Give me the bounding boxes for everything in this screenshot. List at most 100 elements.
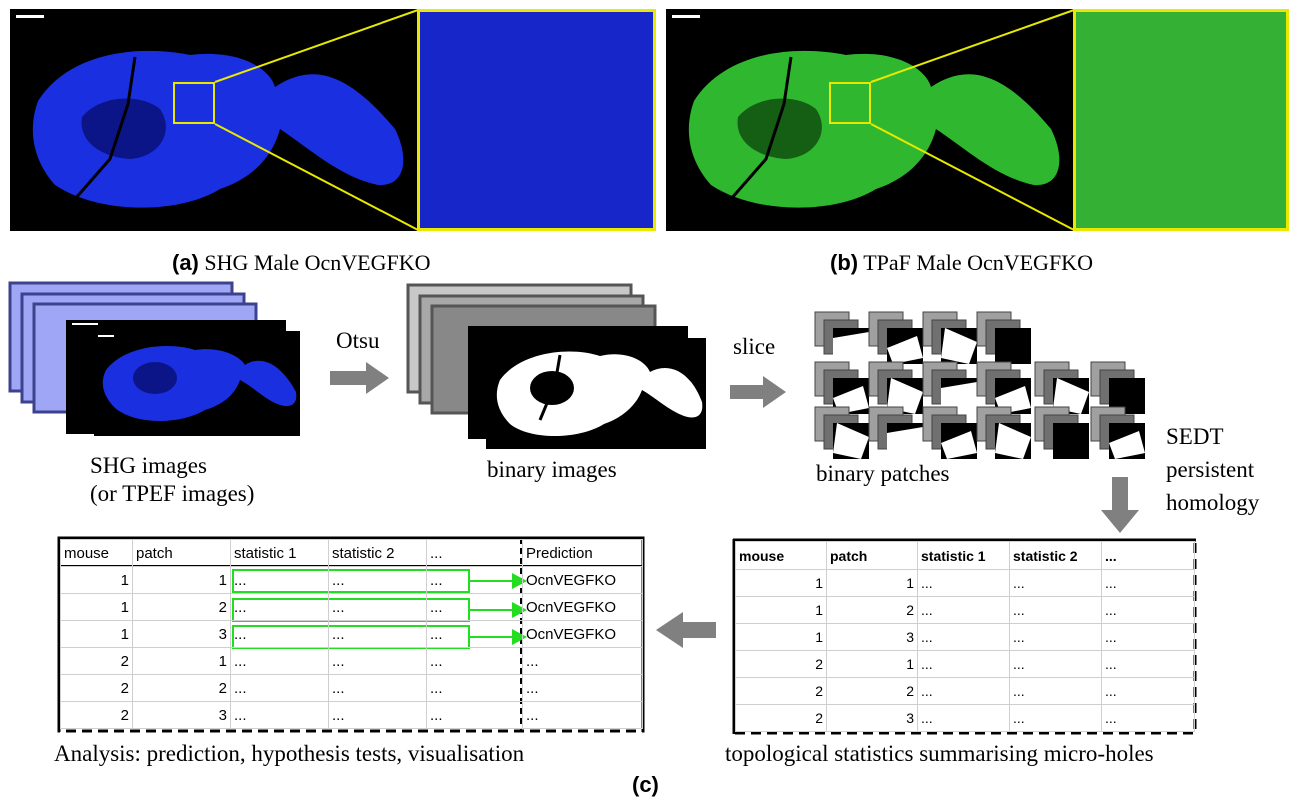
binary-patch [868,311,923,364]
stats-table: mouse patch statistic 1 statistic 2 ... … [735,541,1195,732]
table-cell: OcnVEGFKO [522,620,643,648]
shg-overview-image [10,9,418,231]
zoom-line [870,123,1075,231]
table-cell: ... [1101,704,1195,732]
binary-patch [868,406,923,459]
binary-patch [922,361,977,414]
header-cell: ... [426,539,523,567]
table-cell: ... [328,566,427,594]
table-cell: ... [328,620,427,648]
header-cell: mouse [60,539,133,567]
table-cell: OcnVEGFKO [522,593,643,621]
binary-patch [922,311,977,364]
header-cell: statistic 2 [328,539,427,567]
table-cell: ... [1101,677,1195,705]
table-cell: ... [230,620,329,648]
table-cell: ... [522,701,643,729]
table-cell: 1 [132,647,231,675]
table-cell: 1 [826,650,918,678]
homology-arrow [1101,477,1139,533]
table-cell: 2 [132,674,231,702]
table-cell: ... [230,566,329,594]
scale-bar [672,15,700,18]
table-cell: ... [230,647,329,675]
shg-image-stack [8,281,300,436]
table-cell: ... [426,674,523,702]
table-cell: 2 [60,674,133,702]
table-cell: 2 [60,647,133,675]
binary-patch [814,311,869,364]
caption-b: (b) TPaF Male OcnVEGFKO [830,250,1093,275]
table-cell: 1 [60,593,133,621]
table-cell: ... [426,593,523,621]
table-cell: 1 [735,596,827,624]
table-cell: ... [426,620,523,648]
table-cell: ... [328,701,427,729]
scale-bar [16,15,44,18]
binary-image-stack [406,283,706,449]
binary-patch [1034,361,1089,414]
table-cell: ... [328,674,427,702]
table-cell: 2 [735,650,827,678]
table-cell: 2 [132,593,231,621]
shg-zoom-selection [173,82,215,124]
table-cell: 2 [735,704,827,732]
table-cell: ... [522,674,643,702]
table-cell: ... [1101,596,1195,624]
table-cell: 1 [132,566,231,594]
table-cell: ... [1101,569,1195,597]
table-cell: ... [1009,704,1102,732]
table-cell: ... [917,569,1010,597]
table-cell: OcnVEGFKO [522,566,643,594]
header-cell: statistic 1 [230,539,329,567]
table-cell: ... [328,647,427,675]
analysis-caption: Analysis: prediction, hypothesis tests, … [54,741,525,766]
shg-tissue-shape [16,15,404,208]
table-cell: ... [1009,623,1102,651]
header-cell: Prediction [522,539,643,567]
table-cell: 1 [735,569,827,597]
header-cell: mouse [735,541,827,570]
binary-images-label: binary images [487,457,617,482]
header-cell: patch [826,541,918,570]
caption-c: (c) [632,772,659,797]
table-cell: 3 [826,623,918,651]
stats-caption: topological statistics summarising micro… [725,741,1154,766]
table-cell: ... [328,593,427,621]
shg-images-label: SHG images [90,453,207,478]
table-cell: ... [1009,596,1102,624]
table-cell: 3 [132,620,231,648]
otsu-label: Otsu [336,328,380,353]
binary-patch [976,406,1031,459]
table-cell: ... [230,701,329,729]
table-cell: 3 [132,701,231,729]
binary-patch [976,361,1031,414]
table-cell: 2 [735,677,827,705]
table-cell: ... [917,596,1010,624]
table-cell: 1 [60,620,133,648]
zoom-line [870,9,1075,83]
table-header-row: mouse patch statistic 1 statistic 2 ... [735,541,1195,570]
table-cell: ... [917,704,1010,732]
slice-label: slice [733,334,776,359]
caption-a: (a) SHG Male OcnVEGFKO [172,250,431,275]
binary-patches-label: binary patches [816,461,950,486]
table-cell: ... [426,701,523,729]
header-cell: ... [1101,541,1195,570]
header-cell: statistic 2 [1009,541,1102,570]
tpef-zoom-inset [1073,9,1289,231]
zoom-line [214,123,419,231]
table-cell: ... [1009,677,1102,705]
table-cell: ... [917,650,1010,678]
zoom-line [214,9,419,83]
table-cell: 2 [826,677,918,705]
sedt-label: SEDT [1166,424,1224,449]
header-cell: patch [132,539,231,567]
